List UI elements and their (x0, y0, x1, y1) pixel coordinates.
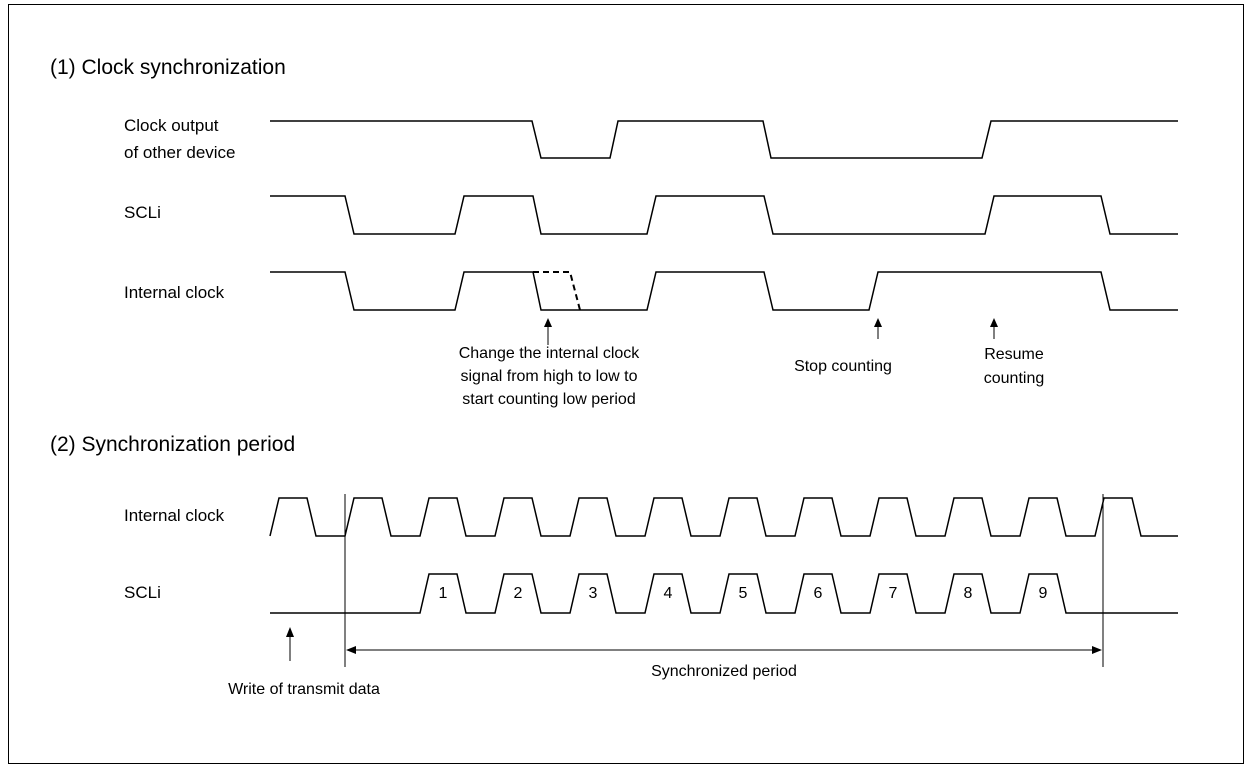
label-scl-2: SCLi (124, 583, 161, 602)
label-other-clock-line2: of other device (124, 143, 236, 162)
note-change-line1: Change the internal clock (459, 345, 641, 362)
label-internal-clock-2: Internal clock (124, 506, 225, 525)
note-change-line2: signal from high to low to (461, 368, 638, 385)
waveform-scl-1 (270, 195, 1178, 235)
period-double-arrow (346, 646, 1102, 654)
waveform-scl-2 (270, 573, 1178, 614)
note-resume-line1: Resume (984, 346, 1044, 363)
bit-number-2: 2 (514, 585, 523, 602)
section1-heading: (1) Clock synchronization (50, 56, 286, 79)
note-change-line3: start counting low period (462, 391, 635, 408)
bit-number-5: 5 (739, 585, 748, 602)
arrow-change (544, 318, 552, 345)
note-stop: Stop counting (794, 358, 892, 375)
bit-number-8: 8 (964, 585, 973, 602)
arrow-write (286, 627, 294, 661)
arrow-stop (874, 318, 882, 339)
bit-number-7: 7 (889, 585, 898, 602)
waveform-internal-clock-1 (270, 271, 1178, 311)
waveform-other-clock (270, 120, 1178, 159)
bit-number-9: 9 (1039, 585, 1048, 602)
note-write: Write of transmit data (228, 681, 380, 698)
dashed-original-clock (533, 271, 581, 311)
bit-number-3: 3 (589, 585, 598, 602)
label-other-clock-line1: Clock output (124, 116, 219, 135)
bit-number-6: 6 (814, 585, 823, 602)
section2-heading: (2) Synchronization period (50, 433, 295, 456)
arrow-resume (990, 318, 998, 339)
note-synchronized-period: Synchronized period (651, 663, 797, 680)
waveform-internal-clock-2 (269, 497, 1178, 537)
note-resume-line2: counting (984, 370, 1045, 387)
label-scl-1: SCLi (124, 203, 161, 222)
bit-number-4: 4 (664, 585, 673, 602)
bit-number-1: 1 (439, 585, 448, 602)
label-internal-clock-1: Internal clock (124, 283, 225, 302)
